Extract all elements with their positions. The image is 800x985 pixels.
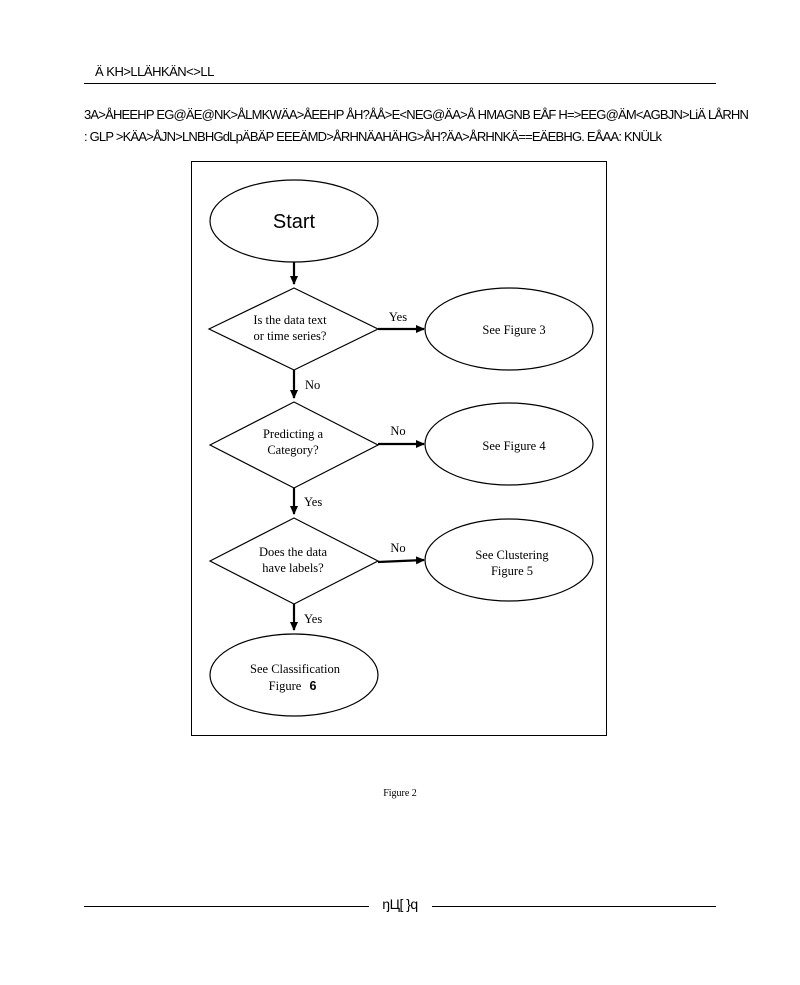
decision-label: Is the data text <box>253 313 327 327</box>
decision-label: Does the data <box>259 545 327 559</box>
start-label: Start <box>273 211 316 233</box>
footer-rule-right <box>432 906 716 907</box>
decision-label: or time series? <box>254 329 327 343</box>
arrow-q3-no <box>377 556 425 565</box>
result-label: Figure 5 <box>491 564 533 578</box>
page-number: ŋЦ[ }q <box>382 896 418 912</box>
result-figure-4: See Figure 4 <box>424 402 594 486</box>
flowchart-svg: Start Is the data text or time series? Y… <box>207 179 594 717</box>
edge-label-yes: Yes <box>304 495 322 509</box>
running-header: Ä KH>LLÄHKÄN<>LL <box>95 64 214 79</box>
result-figure-3: See Figure 3 <box>424 287 594 371</box>
result-label: See Clustering <box>475 548 549 562</box>
edge-label-no: No <box>390 541 405 555</box>
edge-label-yes: Yes <box>304 612 322 626</box>
figure-caption: Figure 2 <box>383 788 417 799</box>
result-classification-figure-6: See Classification Figure 6 <box>209 633 379 717</box>
intro-paragraph: 3A>ÅHEEHP EG@ÄE@NK>ÅLMKWÄA>ÅEEHP ÅH?ÅÅ>E… <box>84 104 749 148</box>
flowchart-figure: Start Is the data text or time series? Y… <box>191 161 607 736</box>
start-node: Start <box>209 179 379 263</box>
decision-label: Predicting a <box>263 427 324 441</box>
decision-have-labels: Does the data have labels? <box>208 517 380 605</box>
decision-label: have labels? <box>262 561 324 575</box>
result-label: See Figure 3 <box>482 323 545 337</box>
result-clustering-figure-5: See Clustering Figure 5 <box>424 518 594 602</box>
footer-rule-left <box>84 906 369 907</box>
result-figure-number: 6 <box>310 679 317 693</box>
intro-line: : GLP >KÄA>ÅJN>LNBHGdLpÄBÄP EEEÄMD>ÅRHNÄ… <box>84 129 662 144</box>
header-rule <box>84 83 716 84</box>
decision-predicting-category: Predicting a Category? <box>208 401 380 489</box>
intro-line: 3A>ÅHEEHP EG@ÄE@NK>ÅLMKWÄA>ÅEEHP ÅH?ÅÅ>E… <box>84 107 749 122</box>
edge-label-no: No <box>305 378 320 392</box>
decision-text-or-time-series: Is the data text or time series? <box>207 287 380 371</box>
result-label: See Classification <box>250 662 341 676</box>
edge-label-yes: Yes <box>389 310 407 324</box>
edge-label-no: No <box>390 424 405 438</box>
result-label: Figure <box>269 679 302 693</box>
result-label: See Figure 4 <box>482 439 546 453</box>
decision-label: Category? <box>267 443 319 457</box>
